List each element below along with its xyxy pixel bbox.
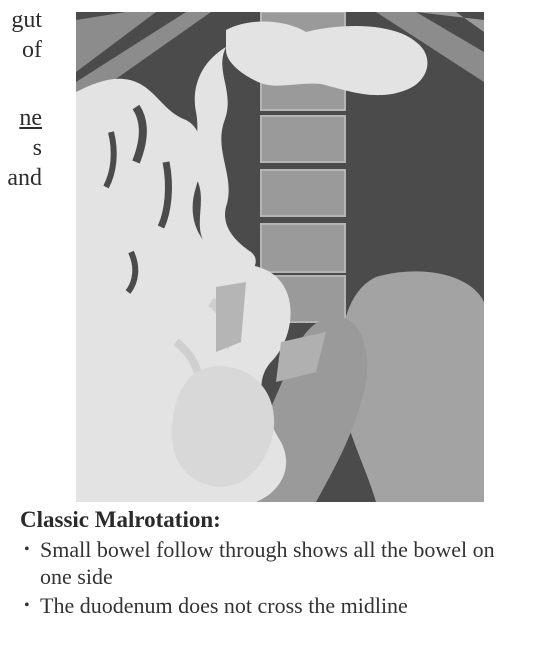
vertebra — [261, 224, 345, 272]
bowel-diagram-svg — [76, 12, 484, 502]
caption-bullet-text: The duodenum does not cross the midline — [40, 593, 408, 618]
caption-bullet-item: • Small bowel follow through shows all t… — [20, 536, 530, 590]
side-text-line: ne — [19, 104, 42, 132]
caption-bullet-text: Small bowel follow through shows all the… — [40, 537, 495, 589]
caption-bullet-item: • The duodenum does not cross the midlin… — [20, 592, 530, 619]
vertebra — [261, 116, 345, 162]
side-text-fragment: gut of ne s and — [0, 0, 48, 210]
figure-caption: Classic Malrotation: • Small bowel follo… — [20, 506, 530, 621]
bullet-glyph: • — [24, 536, 30, 563]
bullet-glyph: • — [24, 592, 30, 619]
malrotation-illustration — [76, 12, 484, 502]
side-text-line: and — [7, 164, 42, 192]
side-text-line: s — [33, 134, 42, 162]
caption-heading: Classic Malrotation: — [20, 506, 530, 534]
vertebra — [261, 170, 345, 216]
caption-bullet-list: • Small bowel follow through shows all t… — [20, 536, 530, 619]
side-text-line: of — [22, 36, 42, 64]
side-text-line: gut — [11, 6, 42, 34]
